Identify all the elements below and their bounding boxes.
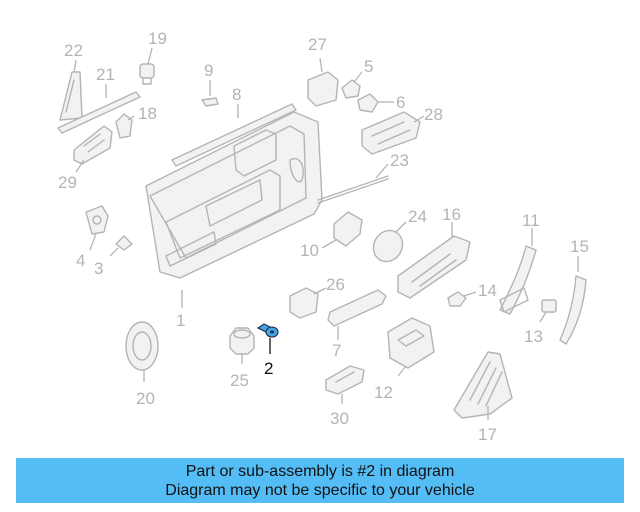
part-28-shape xyxy=(361,111,421,155)
info-banner: Part or sub-assembly is #2 in diagram Di… xyxy=(16,458,624,503)
part-30-shape xyxy=(325,365,365,395)
part-19-shape xyxy=(139,63,155,85)
part-23-shape xyxy=(317,175,389,204)
leader-13 xyxy=(539,311,547,323)
part-8-shape xyxy=(171,103,297,167)
callout-29: 29 xyxy=(58,173,77,192)
callout-10: 10 xyxy=(300,241,319,260)
leader-23 xyxy=(375,163,389,179)
callout-26: 26 xyxy=(326,275,345,294)
leader-26 xyxy=(313,287,327,295)
leader-12 xyxy=(397,365,407,377)
part-17-shape xyxy=(453,351,513,419)
callout-20: 20 xyxy=(136,389,155,408)
callout-22: 22 xyxy=(64,41,83,60)
callout-28: 28 xyxy=(424,105,443,124)
part-2-screw xyxy=(256,323,279,338)
part-5-shape xyxy=(341,79,361,99)
callout-27: 27 xyxy=(308,35,327,54)
callout-4: 4 xyxy=(76,251,85,270)
part-7-shape xyxy=(327,289,387,327)
part-10-shape xyxy=(333,211,363,247)
callout-7: 7 xyxy=(332,341,341,360)
callout-3: 3 xyxy=(94,259,103,278)
part-27-shape xyxy=(307,71,339,107)
leader-27 xyxy=(319,57,323,73)
callout-12: 12 xyxy=(374,383,393,402)
callout-14: 14 xyxy=(478,281,497,300)
banner-line-1: Part or sub-assembly is #2 in diagram xyxy=(185,462,455,480)
callout-17: 17 xyxy=(478,425,497,444)
part-4-shape xyxy=(85,205,109,235)
callout-18: 18 xyxy=(138,104,157,123)
callout-1: 1 xyxy=(176,311,185,330)
callout-9: 9 xyxy=(204,61,213,80)
callout-25: 25 xyxy=(230,371,249,390)
leader-3 xyxy=(109,247,119,257)
part-22-shape xyxy=(59,71,83,121)
leader-29 xyxy=(75,159,85,173)
part-6-shape xyxy=(357,93,379,113)
callout-21: 21 xyxy=(96,65,115,84)
part-13-shape xyxy=(541,299,557,313)
part-25-shape xyxy=(229,327,255,355)
leader-10 xyxy=(321,239,337,249)
part-15-shape xyxy=(559,275,587,345)
callout-11: 11 xyxy=(522,211,540,230)
leader-18 xyxy=(127,115,135,121)
part-1-shape xyxy=(145,111,323,279)
part-3-shape xyxy=(115,235,133,251)
leader-28 xyxy=(413,115,425,123)
part-20-shape xyxy=(125,321,159,371)
leader-4 xyxy=(89,233,97,251)
callout-16: 16 xyxy=(442,205,461,224)
part-14-shape xyxy=(447,291,467,307)
callout-2: 2 xyxy=(264,359,273,378)
leader-5 xyxy=(353,71,363,83)
banner-line-2: Diagram may not be specific to your vehi… xyxy=(165,481,475,499)
callout-23: 23 xyxy=(390,151,409,170)
part-26-shape xyxy=(289,287,319,319)
callout-6: 6 xyxy=(396,93,405,112)
callout-8: 8 xyxy=(232,85,241,104)
part-16-shape xyxy=(397,235,471,299)
part-12-shape xyxy=(387,317,435,369)
part-29-shape xyxy=(73,125,113,165)
part-24-shape xyxy=(372,229,404,263)
leader-19 xyxy=(147,47,153,65)
callout-15: 15 xyxy=(570,237,589,256)
leader-14 xyxy=(463,291,477,297)
callout-19: 19 xyxy=(148,29,167,48)
part-11-shape xyxy=(499,245,537,315)
callout-13: 13 xyxy=(524,327,543,346)
leader-22 xyxy=(73,59,77,73)
part-9-shape xyxy=(201,97,219,107)
parts-diagram: 22 21 19 18 29 9 8 1 xyxy=(57,29,589,444)
callout-24: 24 xyxy=(408,207,427,226)
callout-5: 5 xyxy=(364,57,373,76)
leader-24 xyxy=(395,221,407,233)
part-21-shape xyxy=(57,91,141,134)
callout-30: 30 xyxy=(330,409,349,428)
part-18-shape xyxy=(115,113,133,139)
